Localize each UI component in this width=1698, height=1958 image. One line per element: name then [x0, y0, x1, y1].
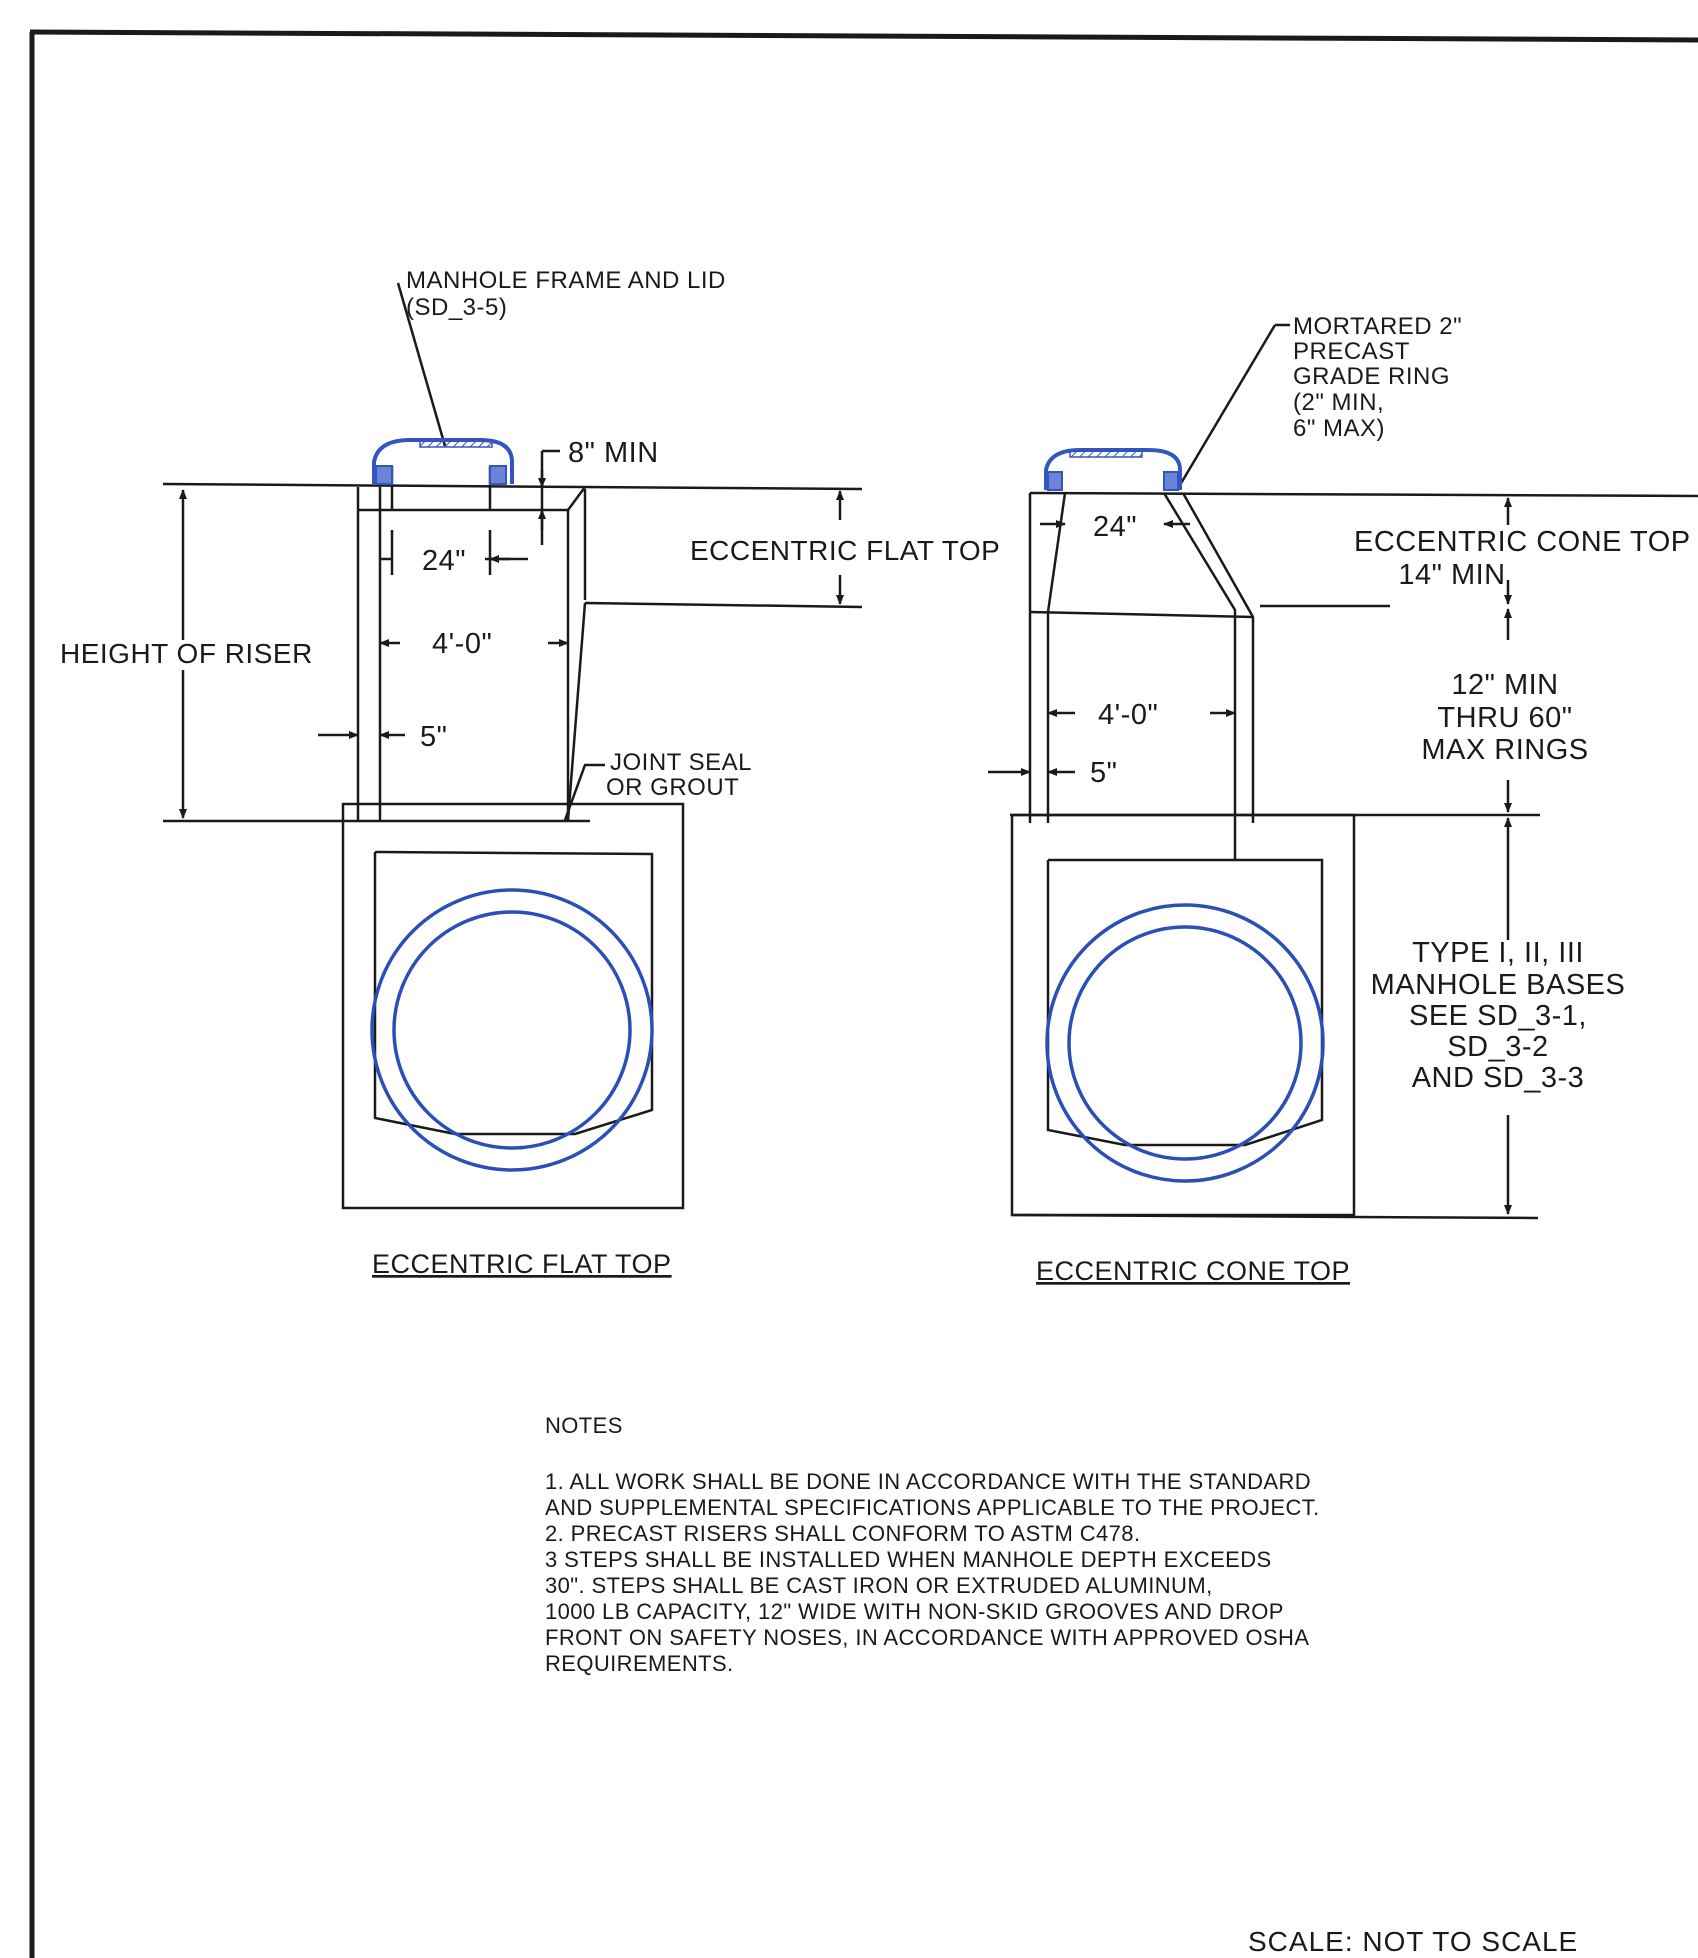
notes-line: FRONT ON SAFETY NOSES, IN ACCORDANCE WIT… [545, 1625, 1310, 1650]
left-detail-title: ECCENTRIC FLAT TOP [372, 1249, 672, 1279]
left-24in-label: 24" [422, 545, 466, 577]
bases-label-line2: MANHOLE BASES [1371, 969, 1626, 1001]
left-8in-min-label: 8" MIN [568, 437, 659, 469]
frame-label-line2: (SD_3-5) [406, 294, 507, 321]
notes-line: 1000 LB CAPACITY, 12" WIDE WITH NON-SKID… [545, 1599, 1284, 1624]
right-pipe [1045, 903, 1325, 1183]
bases-label-line1: TYPE I, II, III [1412, 937, 1584, 969]
bases-label-line3: SEE SD_3-1, [1409, 1000, 1587, 1032]
frame-label-line1: MANHOLE FRAME AND LID [406, 267, 726, 294]
notes-block: NOTES 1. ALL WORK SHALL BE DONE IN ACCOR… [545, 1413, 1365, 1677]
left-5in-label: 5" [420, 721, 447, 753]
eccentric-cone-top-detail [988, 323, 1698, 1220]
eccentric-flat-top-dim-label: ECCENTRIC FLAT TOP [690, 535, 1000, 566]
notes-line: 2. PRECAST RISERS SHALL CONFORM TO ASTM … [545, 1521, 1141, 1546]
notes-heading: NOTES [545, 1413, 623, 1438]
ring-label-line2: PRECAST [1293, 338, 1410, 365]
ring-label-line1: MORTARED 2" [1293, 313, 1462, 340]
right-manhole-frame-lid [1044, 448, 1182, 491]
height-of-riser-label: HEIGHT OF RISER [60, 638, 313, 669]
rings-label-line2: THRU 60" [1437, 702, 1572, 734]
left-manhole-frame-lid [372, 438, 514, 485]
right-detail-title: ECCENTRIC CONE TOP [1036, 1256, 1350, 1286]
ring-label-line4: (2" MIN, [1293, 389, 1384, 416]
notes-line: 3 STEPS SHALL BE INSTALLED WHEN MANHOLE … [545, 1547, 1272, 1572]
cone-top-label-line2: 14" MIN [1398, 559, 1505, 591]
scale-note: SCALE: NOT TO SCALE [1248, 1926, 1579, 1957]
right-24in-label: 24" [1093, 511, 1137, 543]
ring-label-line5: 6" MAX) [1293, 415, 1385, 442]
notes-line: 1. ALL WORK SHALL BE DONE IN ACCORDANCE … [545, 1469, 1312, 1494]
ring-label-line3: GRADE RING [1293, 363, 1450, 390]
right-5in-label: 5" [1090, 757, 1117, 789]
joint-seal-line2: OR GROUT [606, 774, 739, 801]
left-pipe [370, 888, 654, 1172]
notes-line: REQUIREMENTS. [545, 1651, 734, 1676]
bases-label-line5: AND SD_3-3 [1412, 1062, 1585, 1094]
cone-top-label-line1: ECCENTRIC CONE TOP [1354, 526, 1691, 558]
bases-label-line4: SD_3-2 [1447, 1031, 1548, 1063]
left-4ft-label: 4'-0" [432, 628, 492, 660]
notes-line: 30". STEPS SHALL BE CAST IRON OR EXTRUDE… [545, 1573, 1213, 1598]
sheet-border [29, 29, 1698, 1958]
eccentric-flat-top-detail [162, 282, 863, 1210]
joint-seal-line1: JOINT SEAL [610, 749, 752, 776]
rings-label-line1: 12" MIN [1451, 669, 1558, 701]
right-4ft-label: 4'-0" [1098, 699, 1158, 731]
notes-line: AND SUPPLEMENTAL SPECIFICATIONS APPLICAB… [545, 1495, 1320, 1520]
rings-label-line3: MAX RINGS [1421, 734, 1588, 766]
